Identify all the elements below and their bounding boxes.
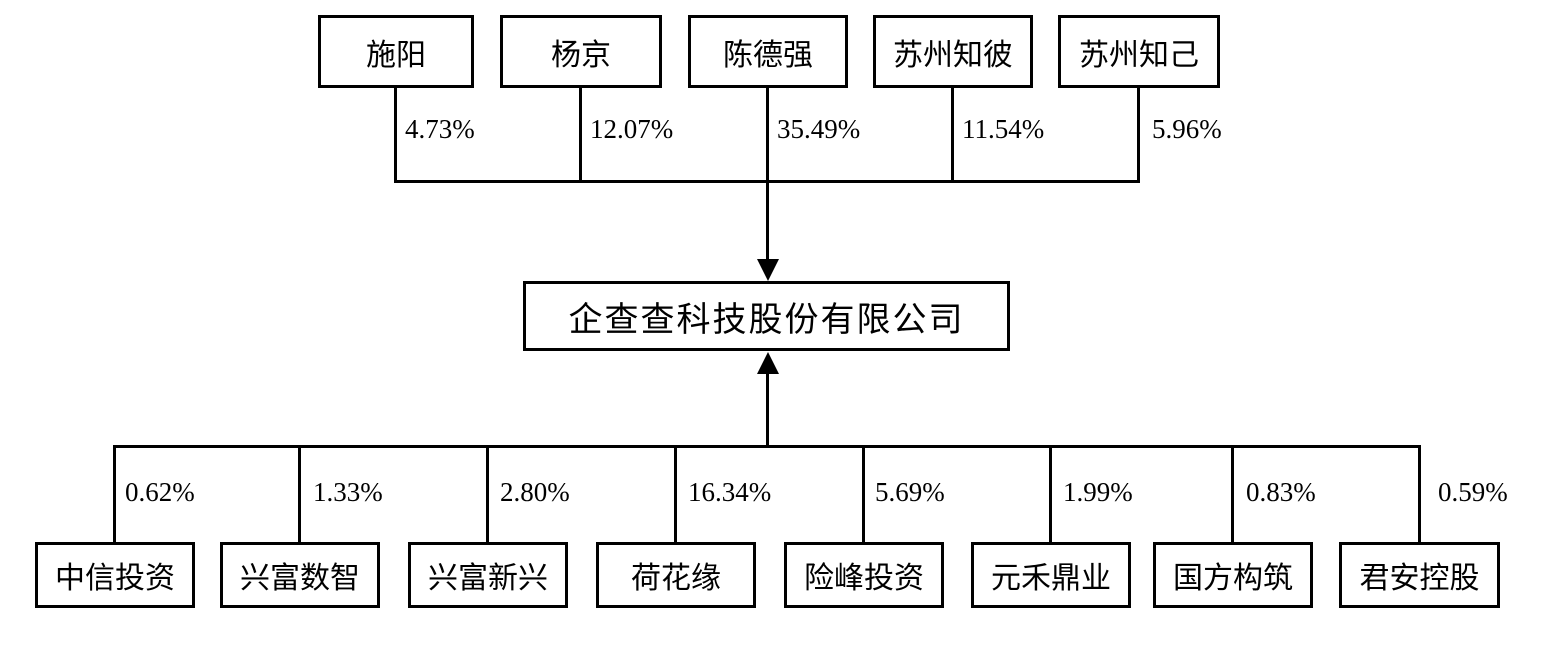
arrow-down-icon — [757, 259, 779, 281]
connector-line — [1231, 445, 1234, 544]
ownership-percent-label: 35.49% — [777, 114, 861, 144]
connector-line — [1049, 445, 1052, 544]
ownership-percent-label: 1.33% — [313, 477, 383, 507]
top-shareholder-box-5: 苏州知己 — [1058, 15, 1220, 88]
company-box: 企查查科技股份有限公司 — [523, 281, 1010, 351]
ownership-percent-label: 5.96% — [1152, 114, 1222, 144]
arrow-up-icon — [757, 352, 779, 374]
ownership-percent-label: 11.54% — [962, 114, 1045, 144]
connector-line — [674, 445, 677, 544]
ownership-percent-label: 2.80% — [500, 477, 570, 507]
connector-line — [1137, 86, 1140, 183]
connector-line — [486, 445, 489, 544]
top-shareholder-box-2: 杨京 — [500, 15, 662, 88]
ownership-percent-label: 0.83% — [1246, 477, 1316, 507]
connector-line — [298, 445, 301, 544]
connector-line — [1418, 445, 1421, 544]
connector-line — [579, 86, 582, 183]
connector-line — [766, 86, 769, 183]
connector-line — [862, 445, 865, 544]
ownership-percent-label: 16.34% — [688, 477, 772, 507]
top-shareholder-box-3: 陈德强 — [688, 15, 848, 88]
ownership-percent-label: 0.59% — [1438, 477, 1508, 507]
ownership-percent-label: 4.73% — [405, 114, 475, 144]
ownership-percent-label: 1.99% — [1063, 477, 1133, 507]
bottom-shareholder-box-1: 中信投资 — [35, 542, 195, 608]
connector-bus-line — [113, 445, 1421, 448]
ownership-percent-label: 5.69% — [875, 477, 945, 507]
bottom-shareholder-box-6: 元禾鼎业 — [971, 542, 1131, 608]
bottom-shareholder-box-3: 兴富新兴 — [408, 542, 568, 608]
bottom-shareholder-box-7: 国方构筑 — [1153, 542, 1313, 608]
connector-line — [951, 86, 954, 183]
bottom-shareholder-box-5: 险峰投资 — [784, 542, 944, 608]
ownership-percent-label: 0.62% — [125, 477, 195, 507]
bottom-shareholder-box-8: 君安控股 — [1339, 542, 1500, 608]
top-shareholder-box-1: 施阳 — [318, 15, 474, 88]
top-shareholder-box-4: 苏州知彼 — [873, 15, 1033, 88]
connector-line — [113, 445, 116, 544]
ownership-percent-label: 12.07% — [590, 114, 674, 144]
connector-line — [766, 183, 769, 263]
bottom-shareholder-box-4: 荷花缘 — [596, 542, 756, 608]
connector-line — [766, 370, 769, 448]
bottom-shareholder-box-2: 兴富数智 — [220, 542, 380, 608]
connector-line — [394, 86, 397, 183]
connector-bus-line — [394, 180, 1140, 183]
